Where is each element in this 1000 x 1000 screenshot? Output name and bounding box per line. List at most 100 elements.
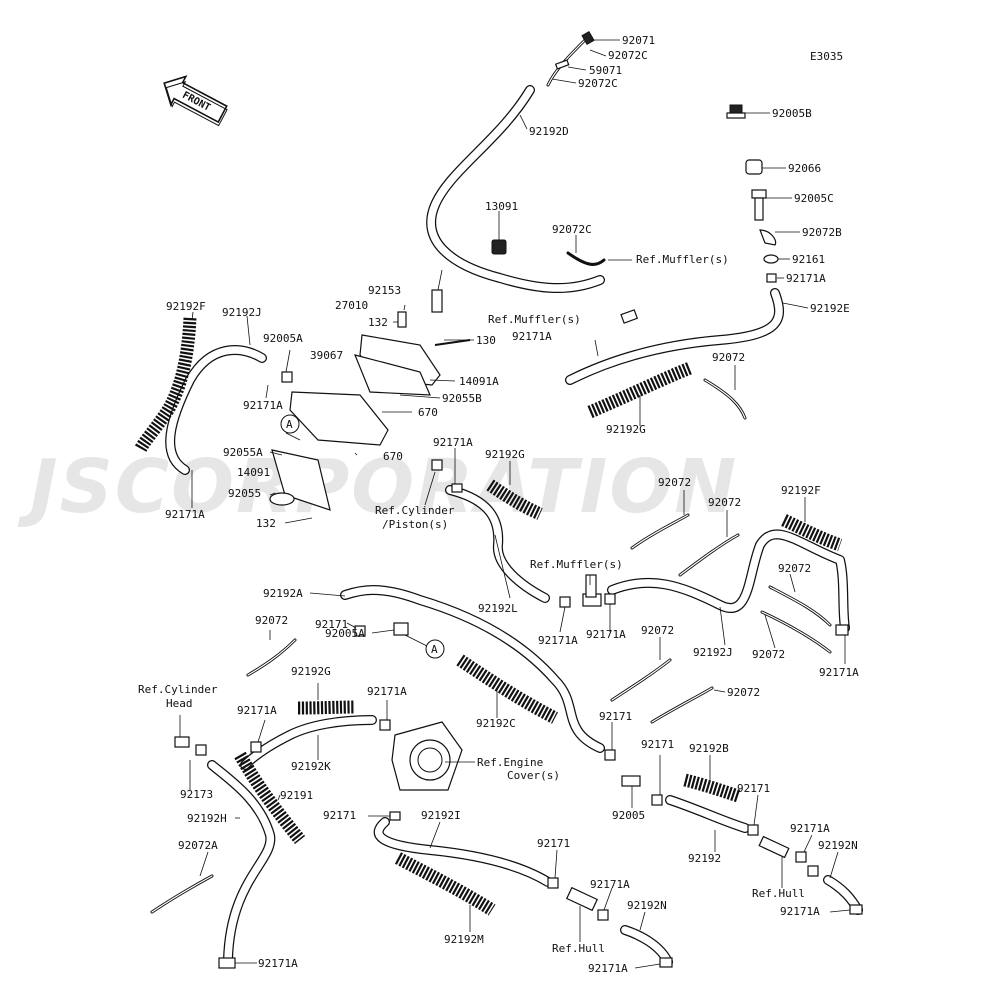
label-92171a-cyl: 92171A [433, 436, 473, 449]
label-132-lower: 132 [256, 517, 276, 530]
label-92171a-lower-3: 92171A [790, 822, 830, 835]
hoses [165, 85, 863, 967]
leader-lines [179, 39, 851, 969]
label-92192i: 92192I [421, 809, 461, 822]
label-92005a-upper: 92005A [263, 332, 303, 345]
label-92192n-lower: 92192N [627, 899, 667, 912]
label-92171a-right-top: 92171A [786, 272, 826, 285]
label-92072-left: 92072 [255, 614, 288, 627]
label-92072c-mid: 92072C [552, 223, 592, 236]
label-92192f-right: 92192F [781, 484, 821, 497]
label-92192a: 92192A [263, 587, 303, 600]
label-92192n-right: 92192N [818, 839, 858, 852]
label-92072c-upper: 92072C [578, 77, 618, 90]
label-92072-r3: 92072 [708, 496, 741, 509]
label-92171a-lower-6: 92171A [588, 962, 628, 975]
label-92072a: 92072A [178, 839, 218, 852]
label-92171a-lower-5: 92171A [590, 878, 630, 891]
label-27010: 27010 [335, 299, 368, 312]
label-92072-r6: 92072 [641, 624, 674, 637]
label-92072-r5: 92072 [752, 648, 785, 661]
svg-text:A: A [286, 418, 293, 431]
label-92072-r4: 92072 [778, 562, 811, 575]
label-92171a-right: 92171A [819, 666, 859, 679]
label-ref-cylinder-piston-1: Ref.Cylinder [375, 504, 455, 517]
label-92072c-top: 92072C [608, 49, 648, 62]
label-92171a-lower-7: 92171A [258, 957, 298, 970]
front-arrow-icon: FRONT [163, 75, 228, 127]
svg-text:A: A [431, 643, 438, 656]
label-ref-muffler-1: Ref.Muffler(s) [636, 253, 729, 266]
label-92192b: 92192B [689, 742, 729, 755]
label-ref-muffler-2: Ref.Muffler(s) [488, 313, 581, 326]
label-92192g-mid: 92192G [485, 448, 525, 461]
label-670-lower: 670 [383, 450, 403, 463]
label-92072-r2: 92072 [658, 476, 691, 489]
label-92072b: 92072B [802, 226, 842, 239]
label-92055: 92055 [228, 487, 261, 500]
part-labels: 92071 92072C 59071 92072C 92192D 92005B … [138, 34, 859, 975]
label-92072-r7: 92072 [727, 686, 760, 699]
label-92171a-lower-4: 92171A [780, 905, 820, 918]
label-92071: 92071 [622, 34, 655, 47]
callout-a-upper: A [280, 414, 300, 434]
label-130: 130 [476, 334, 496, 347]
label-92055a: 92055A [223, 446, 263, 459]
label-ref-cylinder-head-1: Ref.Cylinder [138, 683, 218, 696]
label-92153: 92153 [368, 284, 401, 297]
wire-straps [150, 38, 832, 914]
label-92171a-lower-2: 92171A [367, 685, 407, 698]
label-92192f-left: 92192F [166, 300, 206, 313]
label-92171a-left-1: 92171A [243, 399, 283, 412]
label-14091: 14091 [237, 466, 270, 479]
label-92171a-left-2: 92171A [165, 508, 205, 521]
small-parts [174, 30, 863, 969]
label-92066: 92066 [788, 162, 821, 175]
label-132-upper: 132 [368, 316, 388, 329]
label-59071: 59071 [589, 64, 622, 77]
label-92192j-left: 92192J [222, 306, 262, 319]
label-92171a-lower-1: 92171A [237, 704, 277, 717]
callout-a-lower: A [425, 639, 445, 659]
label-92171-lower-2: 92171 [641, 738, 674, 751]
label-92173: 92173 [180, 788, 213, 801]
label-92005c: 92005C [794, 192, 834, 205]
label-92055b: 92055B [442, 392, 482, 405]
label-ref-muffler-3: Ref.Muffler(s) [530, 558, 623, 571]
label-92171a-mid-3: 92171A [586, 628, 626, 641]
label-ref-hull-lower: Ref.Hull [552, 942, 605, 955]
label-ref-cylinder-head-2: Head [166, 697, 193, 710]
label-92192e: 92192E [810, 302, 850, 315]
label-92171a-mid-1: 92171A [512, 330, 552, 343]
label-670-upper: 670 [418, 406, 438, 419]
label-14091a: 14091A [459, 375, 499, 388]
label-92171-lower-4: 92171 [737, 782, 770, 795]
diagram-code: E3035 [810, 50, 843, 63]
label-92192m: 92192M [444, 933, 484, 946]
corrugated-sleeves [134, 317, 843, 916]
label-92192j-right: 92192J [693, 646, 733, 659]
label-ref-cylinder-piston-2: /Piston(s) [382, 518, 448, 531]
label-ref-engine-cover-1: Ref.Engine [477, 756, 543, 769]
label-92192l: 92192L [478, 602, 518, 615]
label-ref-engine-cover-2: Cover(s) [507, 769, 560, 782]
label-92192k: 92192K [291, 760, 331, 773]
label-92072-r1: 92072 [712, 351, 745, 364]
label-13091: 13091 [485, 200, 518, 213]
label-92191: 92191 [280, 789, 313, 802]
label-92192c: 92192C [476, 717, 516, 730]
label-92161: 92161 [792, 253, 825, 266]
label-92005b: 92005B [772, 107, 812, 120]
label-92005a-lower: 92005A [325, 627, 365, 640]
label-92192: 92192 [688, 852, 721, 865]
label-92192g-lower: 92192G [291, 665, 331, 678]
label-92171-lower-5: 92171 [537, 837, 570, 850]
label-39067: 39067 [310, 349, 343, 362]
label-92192d: 92192D [529, 125, 569, 138]
label-92005: 92005 [612, 809, 645, 822]
label-92171a-mid-2: 92171A [538, 634, 578, 647]
watermark-text: JSCORPORATION [17, 444, 738, 530]
label-92192g-upper: 92192G [606, 423, 646, 436]
label-92171-mid: 92171 [315, 618, 348, 631]
